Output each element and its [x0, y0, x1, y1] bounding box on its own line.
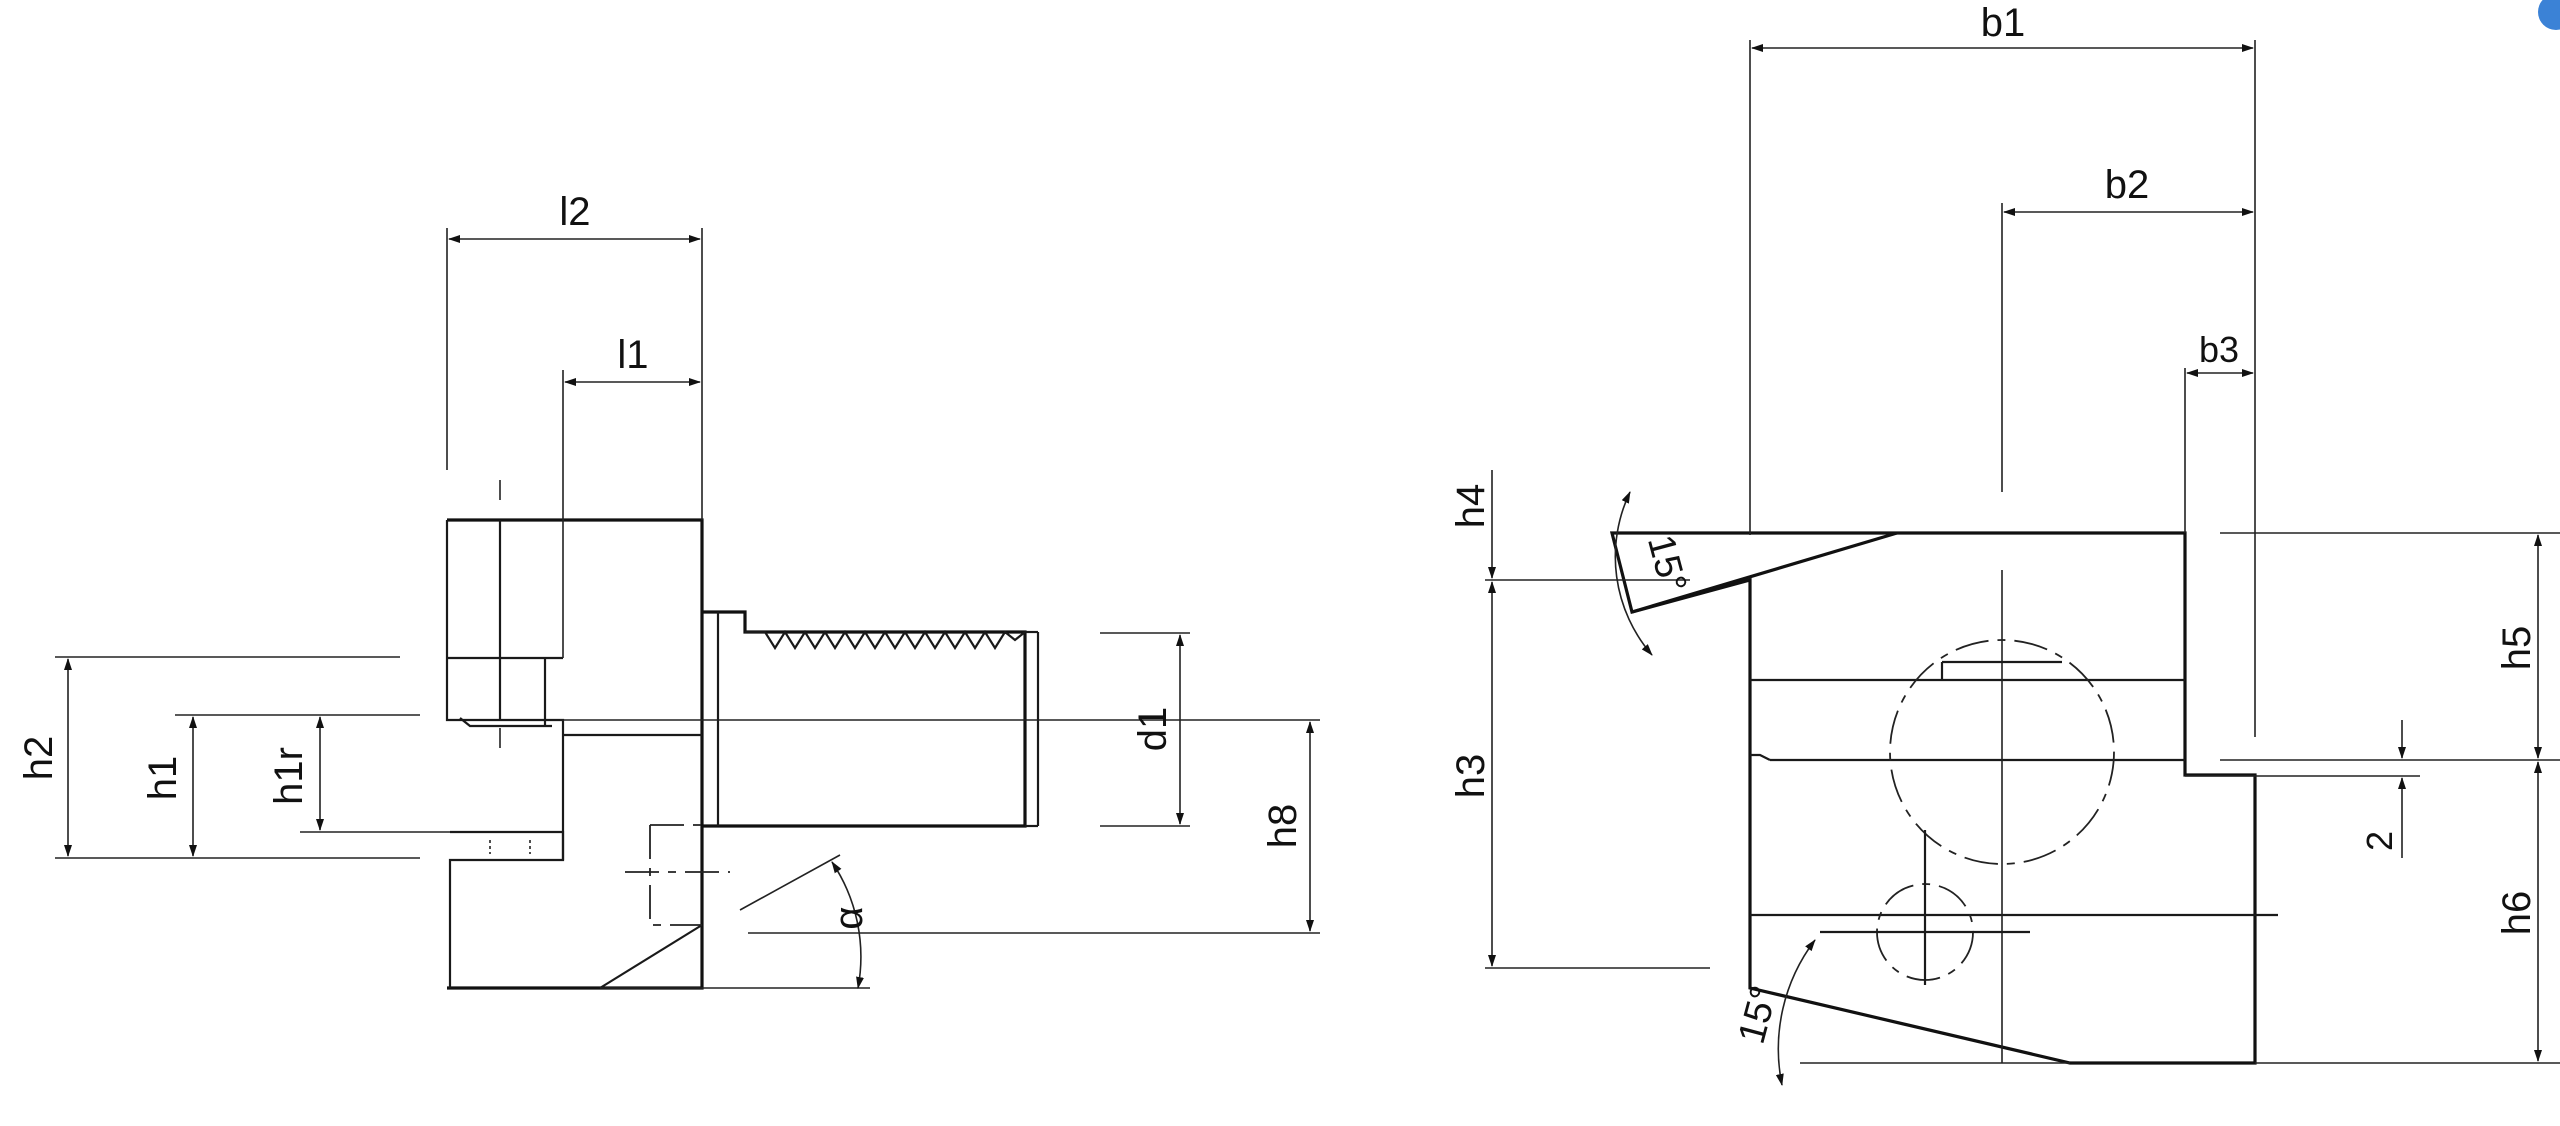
- label-h8: h8: [1261, 804, 1305, 849]
- thread-profile: [745, 629, 1026, 651]
- upper-block-outline: [445, 520, 565, 860]
- front-body-outline: [1609, 531, 2257, 1065]
- label-h3: h3: [1449, 754, 1493, 799]
- alpha-arc: [831, 861, 864, 989]
- label-l1: l1: [617, 333, 648, 377]
- side-view: [55, 228, 1320, 990]
- label-h1r: h1r: [267, 747, 311, 805]
- main-body-outline: [447, 518, 704, 990]
- label-h2: h2: [17, 736, 61, 781]
- label-h6: h6: [2495, 891, 2539, 936]
- label-angle-top: 15°: [1639, 531, 1694, 597]
- label-h5: h5: [2495, 626, 2539, 671]
- corner-badge-icon[interactable]: [2538, 0, 2560, 30]
- label-d1: d1: [1131, 707, 1175, 752]
- front-view: [1485, 40, 2560, 1086]
- label-h4: h4: [1449, 484, 1493, 529]
- label-two: 2: [2359, 831, 2400, 851]
- top-angle-arc: [1614, 491, 1653, 656]
- label-b3: b3: [2199, 329, 2239, 370]
- label-b1: b1: [1981, 1, 2026, 45]
- label-l2: l2: [559, 190, 590, 234]
- label-b2: b2: [2105, 163, 2150, 207]
- label-h1: h1: [141, 756, 185, 801]
- label-angle-bottom: 15°: [1731, 982, 1786, 1048]
- bottom-angle-arc: [1775, 939, 1816, 1086]
- label-alpha: α: [827, 906, 871, 929]
